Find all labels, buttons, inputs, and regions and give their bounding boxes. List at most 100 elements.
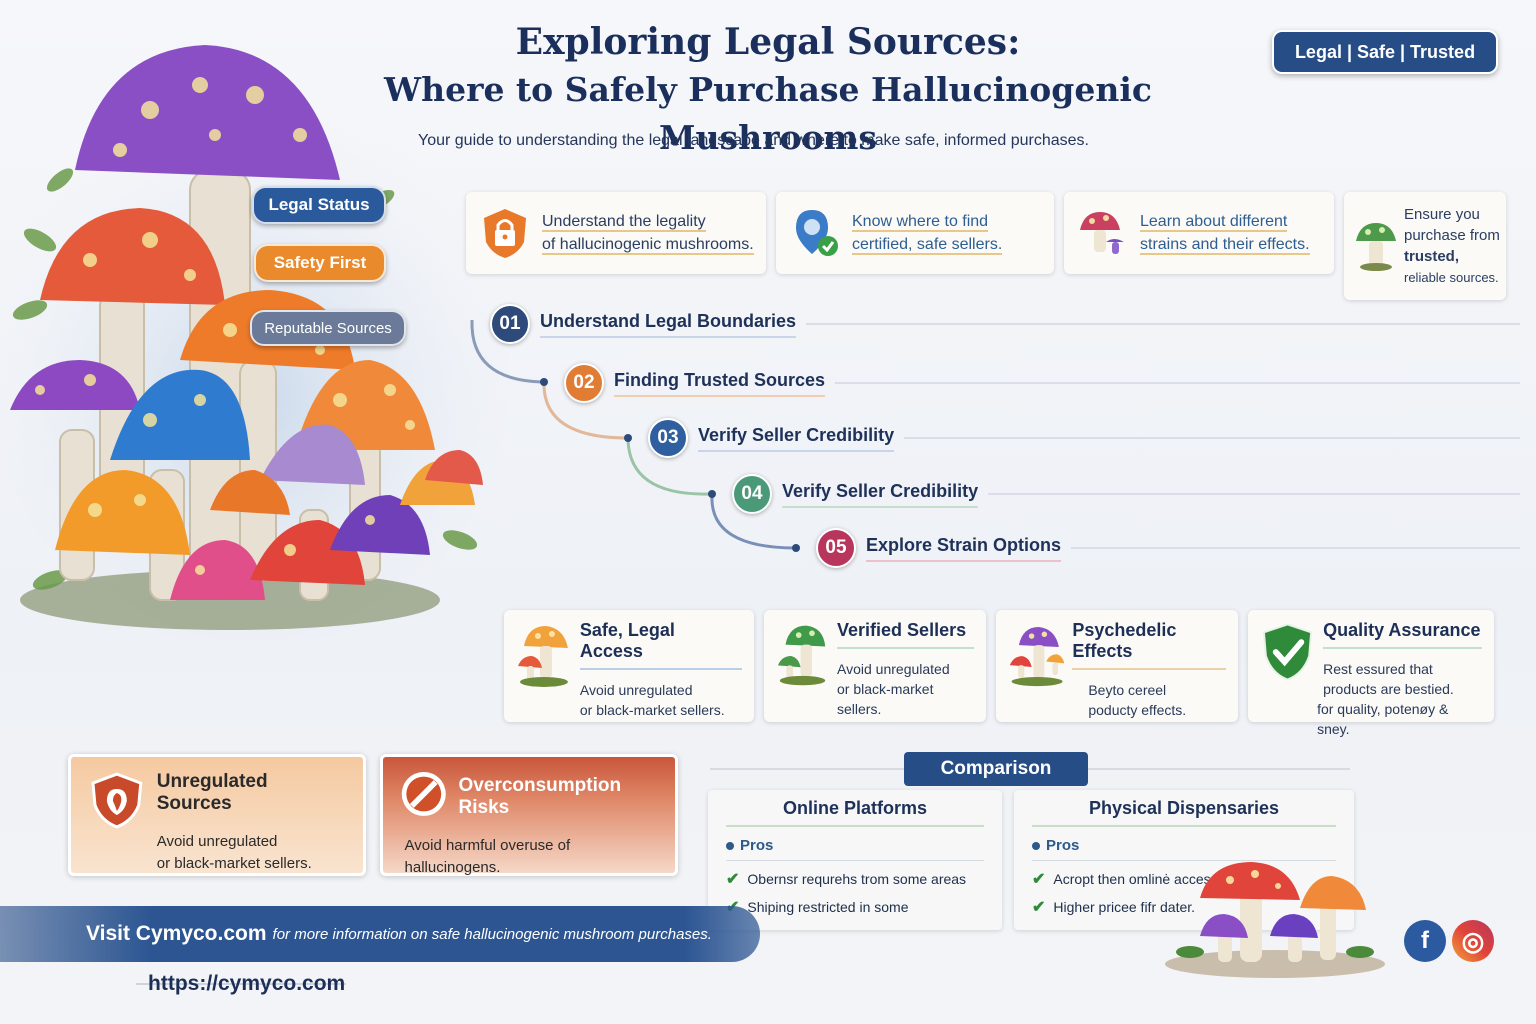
step-01-rule <box>806 323 1520 325</box>
visit-website-banner[interactable]: Visit Cymyco.com for more information on… <box>0 906 760 962</box>
location-check-icon <box>796 210 838 256</box>
page-subtitle: Your guide to understanding the legal la… <box>418 132 1089 149</box>
benefit-2-line-2: or black-market sellers. <box>837 681 934 717</box>
feature-card-legality: Understand the legality of hallucinogeni… <box>466 192 766 274</box>
mushroom-icon <box>1080 212 1124 254</box>
title-line-1: Exploring Legal Sources: <box>515 21 1021 63</box>
benefit-3-line-2: poducty effects. <box>1088 702 1187 718</box>
step-05-label: Explore Strain Options <box>866 535 1062 562</box>
purple-mushroom-icon <box>1009 627 1065 687</box>
feature-4-line-1: Ensure you <box>1404 206 1480 223</box>
banner-text: for more information on safe hallucinoge… <box>272 925 712 943</box>
green-mushroom-icon <box>777 625 826 686</box>
step-04-label: Verify Seller Credibility <box>782 481 979 508</box>
facebook-icon[interactable]: f <box>1404 920 1446 962</box>
step-03-number: 03 <box>648 418 688 458</box>
feature-2-line-2: certified, safe sellers. <box>852 236 1003 255</box>
feature-card-strains: Learn about different strains and their … <box>1064 192 1334 274</box>
benefit-card-quality-assurance: Quality Assurance Rest essured that prod… <box>1248 610 1494 737</box>
green-mushroom-icon <box>1356 223 1396 271</box>
tag-safety-first: Safety First <box>254 244 386 282</box>
benefit-4-line-3: for quality, potenøy & sney. <box>1317 701 1449 737</box>
benefit-1-title: Safe, Legal Access <box>579 620 742 670</box>
warning-2-title: Overconsumption Risks <box>458 775 622 818</box>
step-02-number: 02 <box>564 363 604 403</box>
step-04-number: 04 <box>732 474 772 514</box>
bullet-icon <box>1032 841 1040 850</box>
step-04-rule <box>988 493 1520 495</box>
mushroom-cluster-illustration <box>0 45 510 640</box>
benefit-2-line-1: Avoid unregulated <box>837 661 950 677</box>
legal-safe-trusted-badge: Legal | Safe | Trusted <box>1272 30 1498 74</box>
benefit-card-safe-legal-access: Safe, Legal Access Avoid unregulated or … <box>504 610 754 722</box>
physical-item-2-text: Higher pricee fifr dater. <box>1053 899 1196 915</box>
warning-2-line-2: hallucinogens. <box>404 859 501 876</box>
step-03-label: Verify Seller Credibility <box>698 425 895 452</box>
feature-4-line-4: reliable sources. <box>1404 270 1499 285</box>
step-05-rule <box>1071 547 1520 549</box>
warning-2-line-1: Avoid harmful overuse of <box>404 837 571 854</box>
step-05-number: 05 <box>816 528 856 568</box>
check-icon: ✔ <box>726 871 740 888</box>
benefit-3-title: Psychedelic Effects <box>1072 620 1226 670</box>
benefit-card-verified-sellers: Verified Sellers Avoid unregulated or bl… <box>764 610 986 722</box>
online-title: Online Platforms <box>726 798 984 827</box>
physical-item-2: ✔ Higher pricee fifr dater. <box>1032 897 1336 917</box>
online-item-1: ✔ Obernsr requrehs trom some areas <box>726 869 984 889</box>
banner-site-name: Visit Cymyco.com <box>86 922 267 945</box>
online-pros-label: Pros <box>740 837 774 854</box>
step-05: 05 Explore Strain Options <box>816 528 1520 568</box>
benefit-3-line-1: Beyto cereel <box>1088 682 1167 698</box>
step-01-number: 01 <box>490 304 530 344</box>
benefit-1-line-1: Avoid unregulated <box>579 682 693 698</box>
bullet-icon <box>726 841 734 850</box>
benefit-4-line-2: products are bestied. <box>1323 681 1454 697</box>
title-line-2: Where to Safely Purchase Hallucinogenic … <box>384 70 1152 157</box>
benefit-4-title: Quality Assurance <box>1323 620 1482 649</box>
feature-card-sellers: Know where to find certified, safe selle… <box>776 192 1054 274</box>
benefit-4-line-1: Rest essured that <box>1323 661 1433 677</box>
tag-legal-status: Legal Status <box>252 186 386 224</box>
mushroom-decoration <box>1165 862 1385 978</box>
step-01-label: Understand Legal Boundaries <box>540 311 797 338</box>
step-03: 03 Verify Seller Credibility <box>648 418 1520 458</box>
warning-card-overconsumption-risks: Overconsumption Risks Avoid harmful over… <box>380 754 678 876</box>
tag-reputable-sources: Reputable Sources <box>250 310 406 346</box>
warning-shield-icon <box>91 772 143 829</box>
online-item-2-text: Shiping restricted in some <box>747 899 909 915</box>
orange-mushroom-icon <box>517 626 568 687</box>
benefit-card-psychedelic-effects: Psychedelic Effects Beyto cereel poducty… <box>996 610 1238 722</box>
warning-1-line-1: Avoid unregulated <box>156 833 278 850</box>
lock-shield-icon <box>484 209 526 258</box>
physical-pros-header: Pros <box>1032 837 1336 861</box>
shield-check-icon <box>1262 623 1313 681</box>
page-title: Exploring Legal Sources: Where to Safely… <box>300 18 1236 162</box>
feature-card-trusted: Ensure you purchase from trusted, reliab… <box>1344 192 1506 300</box>
check-icon: ✔ <box>1032 899 1046 916</box>
feature-1-line-1: Understand the legality <box>542 213 706 232</box>
feature-4-line-2: purchase from <box>1404 227 1500 244</box>
feature-2-line-1: Know where to find <box>852 213 989 232</box>
step-02-label: Finding Trusted Sources <box>614 370 826 397</box>
instagram-icon[interactable]: ◎ <box>1452 920 1494 962</box>
step-02: 02 Finding Trusted Sources <box>564 363 1520 403</box>
online-item-1-text: Obernsr requrehs trom some areas <box>747 871 967 887</box>
comparison-physical-dispensaries: Physical Dispensaries Pros ✔Acropt then … <box>1014 790 1354 930</box>
warning-1-line-2: or black-market sellers. <box>156 855 312 872</box>
website-url-link[interactable]: https://cymyco.com <box>148 972 346 995</box>
physical-title: Physical Dispensaries <box>1032 798 1336 827</box>
step-01: 01 Understand Legal Boundaries <box>490 304 1520 344</box>
no-entry-icon <box>401 771 446 817</box>
online-pros-header: Pros <box>726 837 984 861</box>
step-03-rule <box>904 437 1520 439</box>
warning-card-unregulated-sources: Unregulated Sources Avoid unregulated or… <box>68 754 366 876</box>
feature-3-line-1: Learn about different <box>1140 213 1288 232</box>
step-04: 04 Verify Seller Credibility <box>732 474 1520 514</box>
physical-item-1: ✔Acropt then omlinė acces <box>1032 869 1336 889</box>
check-icon: ✔ <box>1032 871 1046 888</box>
feature-4-line-3: trusted, <box>1404 248 1460 265</box>
comparison-badge: Comparison <box>904 752 1088 786</box>
online-item-2: ✔Shiping restricted in some <box>726 897 984 917</box>
feature-3-line-2: strains and their effects. <box>1140 236 1310 255</box>
feature-1-line-2: of hallucinogenic mushrooms. <box>542 236 754 255</box>
